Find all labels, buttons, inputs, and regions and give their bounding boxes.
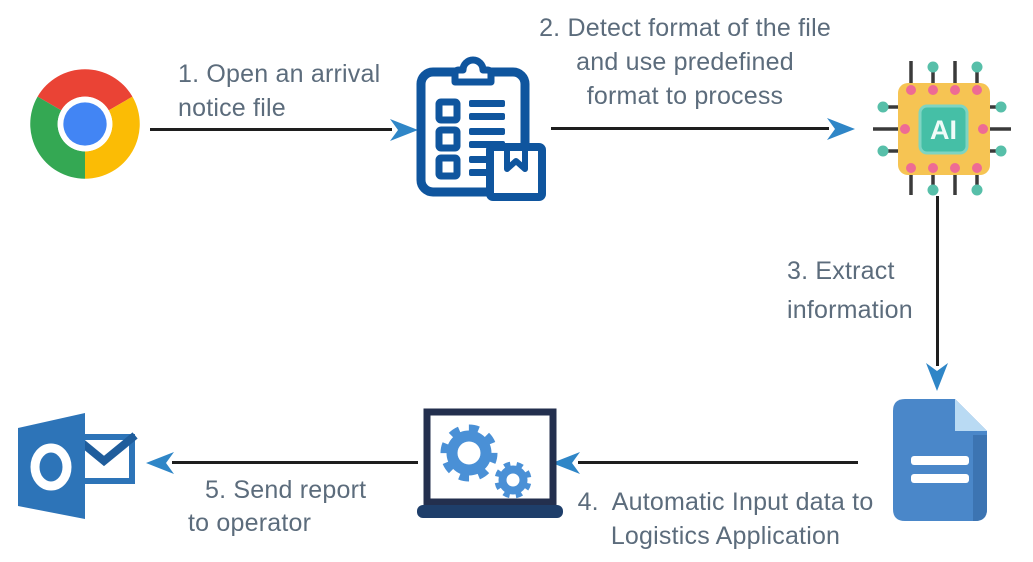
step-4-label: 4. Automatic Input data to Logistics App… — [577, 488, 874, 550]
ai-chip-icon: AI — [867, 55, 1017, 197]
chrome-browser-icon — [28, 67, 142, 181]
arrow-1-head-icon — [390, 117, 418, 143]
arrow-2-line — [551, 127, 829, 130]
chip-label: AI — [930, 115, 957, 145]
step-1-label: 1. Open an arrival notice file — [178, 60, 381, 122]
arrow-2-head-icon — [827, 116, 855, 142]
laptop-gears-icon — [417, 408, 563, 520]
arrow-5-line — [172, 461, 418, 464]
arrow-4-line — [578, 461, 858, 464]
arrow-5-head-icon — [146, 450, 174, 476]
clipboard-checklist-icon — [405, 50, 551, 202]
step-2-label: 2. Detect format of the file and use pre… — [539, 14, 831, 110]
outlook-email-icon — [18, 410, 140, 522]
arrow-1-line — [150, 128, 392, 131]
document-icon — [893, 399, 987, 522]
step-3-label: 3. Extract information — [787, 257, 913, 324]
arrow-3-line — [936, 196, 939, 366]
step-5-label-line2: to operator — [188, 509, 312, 537]
arrow-4-head-icon — [552, 450, 580, 476]
step-5-label-line1: 5. Send report — [205, 476, 367, 504]
arrow-3-head-icon — [924, 363, 950, 391]
